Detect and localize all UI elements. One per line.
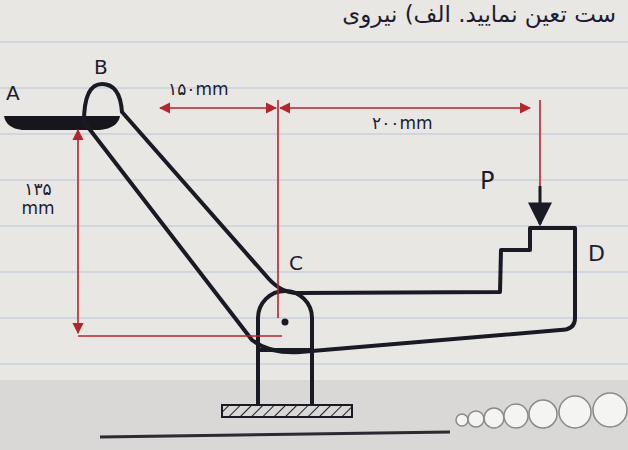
point-label: C — [289, 252, 303, 274]
dimension-label: ۱۵۰mm — [168, 80, 229, 99]
point-label: P — [480, 168, 494, 194]
point-label: D — [588, 242, 605, 266]
dimension-label: ۲۰۰mm — [372, 114, 433, 133]
handwritten-note: ست تعین نمایید. الف) نیروی — [286, 2, 616, 27]
dimension-label: ۱۳۵ mm — [16, 180, 60, 217]
point-label: A — [6, 82, 20, 104]
point-label: B — [94, 56, 108, 78]
